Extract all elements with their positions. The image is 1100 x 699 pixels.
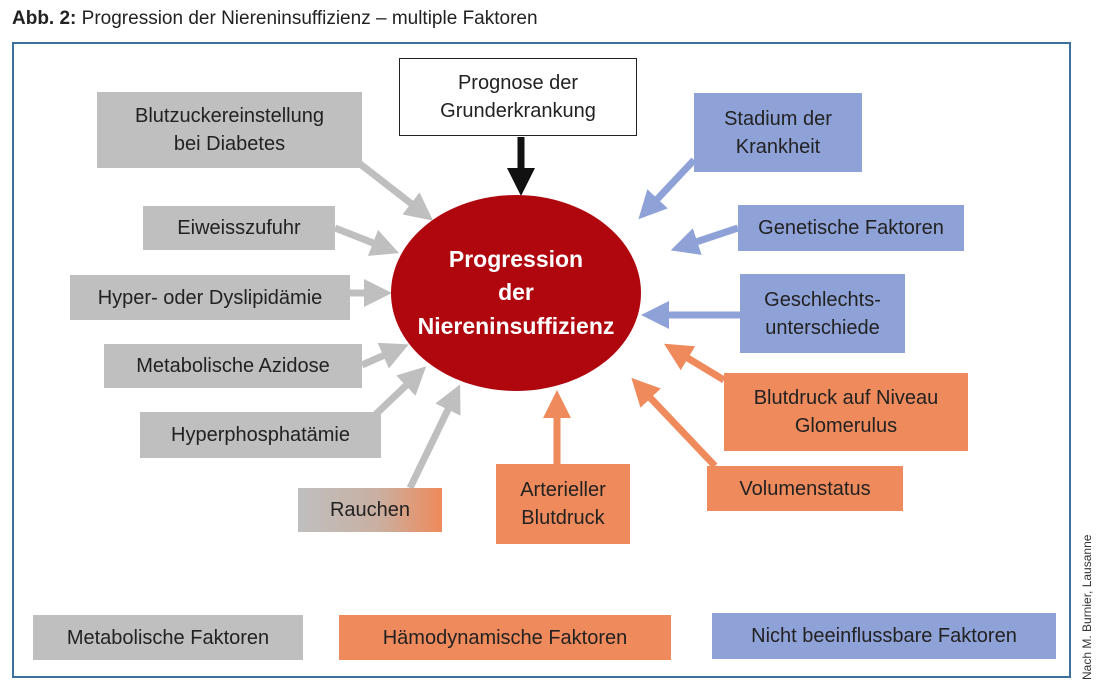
arrow-eiweiss: [333, 224, 400, 256]
factor-eiweiss: Eiweisszufuhr: [143, 206, 335, 250]
arrow-rauchen: [406, 384, 461, 490]
arrow-genetisch: [670, 224, 740, 255]
arrow-blutzucker: [352, 157, 434, 221]
arrow-phosphat: [372, 366, 427, 418]
arrow-azidose: [360, 342, 409, 369]
legend-hemodynamic: Hämodynamische Faktoren: [339, 615, 671, 660]
figure-title: Abb. 2: Progression der Niereninsuffizie…: [12, 8, 538, 30]
factor-volumen: Volumenstatus: [707, 466, 903, 511]
arrow-volumen: [631, 377, 718, 469]
diagram-frame: [12, 42, 1071, 678]
source-credit: Nach M. Burnier, Lausanne: [1080, 534, 1094, 680]
factor-hyper: Hyper- oder Dyslipidämie: [70, 275, 350, 320]
arrow-stadium: [638, 157, 697, 220]
factor-phosphat: Hyperphosphatämie: [140, 412, 381, 458]
legend-metabolic: Metabolische Faktoren: [33, 615, 303, 660]
arrow-glomerulus: [664, 343, 726, 383]
factor-geschlecht: Geschlechts-unterschiede: [740, 274, 905, 353]
factor-rauchen: Rauchen: [298, 488, 442, 532]
factor-genetisch: Genetische Faktoren: [738, 205, 964, 251]
legend-fixed: Nicht beeinflussbare Faktoren: [712, 613, 1056, 659]
figure-caption: Progression der Niereninsuffizienz – mul…: [81, 8, 538, 29]
figure-number: Abb. 2:: [12, 8, 77, 29]
factor-azidose: Metabolische Azidose: [104, 344, 362, 388]
